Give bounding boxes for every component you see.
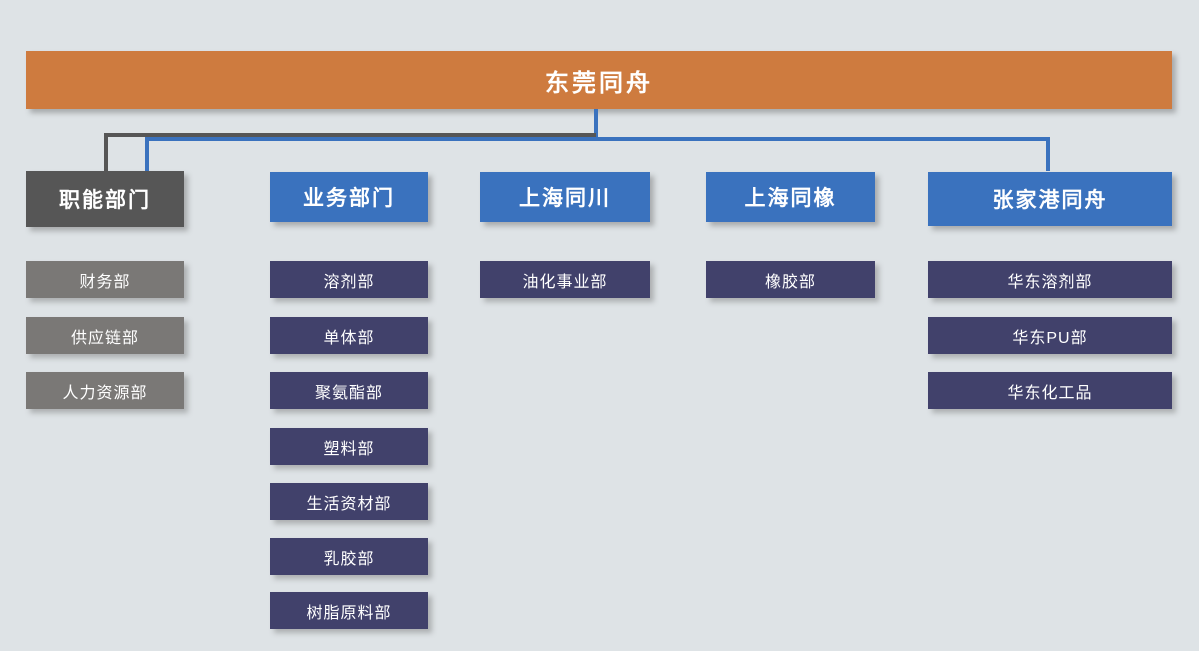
org-root-node[interactable]: 东莞同舟 (26, 51, 1172, 109)
branch-1-leaf-1[interactable]: 财务部 (26, 261, 184, 298)
branch-5-leaf-1[interactable]: 华东溶剂部 (928, 261, 1172, 298)
branch-2-leaf-6[interactable]: 乳胶部 (270, 538, 428, 575)
connector-drop-branch-5 (1046, 137, 1050, 171)
branch-5-leaf-3[interactable]: 华东化工品 (928, 372, 1172, 409)
branch-2-leaf-4[interactable]: 塑料部 (270, 428, 428, 465)
branch-header-5[interactable]: 张家港同舟 (928, 172, 1172, 226)
branch-header-2[interactable]: 业务部门 (270, 172, 428, 222)
connector-horizontal-blue (145, 137, 1050, 141)
connector-drop-branch-1 (104, 133, 108, 171)
branch-5-leaf-2[interactable]: 华东PU部 (928, 317, 1172, 354)
branch-3-leaf-1[interactable]: 油化事业部 (480, 261, 650, 298)
connector-horizontal-gray (104, 133, 596, 137)
branch-2-leaf-3[interactable]: 聚氨酯部 (270, 372, 428, 409)
connector-drop-branch-2 (145, 137, 149, 171)
branch-2-leaf-1[interactable]: 溶剂部 (270, 261, 428, 298)
branch-2-leaf-5[interactable]: 生活资材部 (270, 483, 428, 520)
connector-root-stem (594, 109, 598, 139)
branch-4-leaf-1[interactable]: 橡胶部 (706, 261, 875, 298)
branch-header-4[interactable]: 上海同橡 (706, 172, 875, 222)
branch-1-leaf-2[interactable]: 供应链部 (26, 317, 184, 354)
branch-2-leaf-7[interactable]: 树脂原料部 (270, 592, 428, 629)
branch-1-leaf-3[interactable]: 人力资源部 (26, 372, 184, 409)
branch-header-3[interactable]: 上海同川 (480, 172, 650, 222)
branch-2-leaf-2[interactable]: 单体部 (270, 317, 428, 354)
branch-header-1[interactable]: 职能部门 (26, 171, 184, 227)
